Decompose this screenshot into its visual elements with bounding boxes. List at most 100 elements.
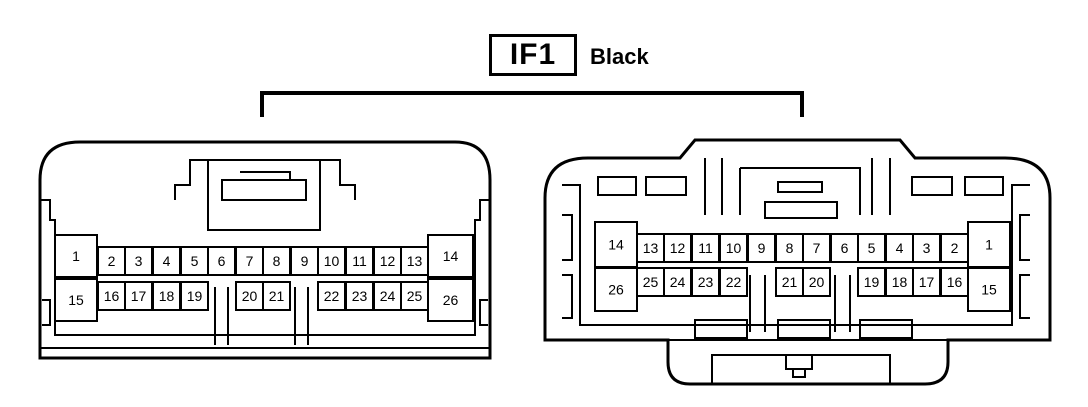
left-pin-8: 8 xyxy=(262,246,291,276)
right-pin-label: 1 xyxy=(985,237,993,253)
right-pin-11: 11 xyxy=(691,233,720,263)
right-pin-cell xyxy=(885,233,914,263)
connector-color-label: Black xyxy=(590,44,649,69)
right-pin-label: 8 xyxy=(786,240,794,256)
left-pin-5: 5 xyxy=(180,246,209,276)
right-pin-16: 16 xyxy=(940,267,969,297)
right-pin-label: 22 xyxy=(726,274,742,290)
left-pin-cell xyxy=(152,281,181,311)
left-pin-cell xyxy=(124,281,153,311)
right-pin-7: 7 xyxy=(802,233,831,263)
left-pin-cell xyxy=(262,281,291,311)
right-pin-label: 9 xyxy=(758,240,766,256)
right-pin-cell xyxy=(663,233,692,263)
right-pin-label: 15 xyxy=(981,282,997,298)
right-pin-cell xyxy=(857,233,886,263)
left-pin-24: 24 xyxy=(373,281,402,311)
left-pin-4: 4 xyxy=(152,246,181,276)
left-pin-1: 1 xyxy=(54,234,98,278)
left-pin-label: 13 xyxy=(407,253,423,269)
left-pin-label: 3 xyxy=(135,253,143,269)
right-pin-cell xyxy=(967,267,1011,312)
right-pin-cell xyxy=(912,233,941,263)
left-pin-21: 21 xyxy=(262,281,291,311)
left-pin-19: 19 xyxy=(180,281,209,311)
left-pin-label: 15 xyxy=(68,292,84,308)
right-pin-cell xyxy=(775,267,804,297)
left-connector-body xyxy=(38,140,492,360)
right-pin-23: 23 xyxy=(691,267,720,297)
right-pin-9: 9 xyxy=(747,233,776,263)
right-pin-cell xyxy=(802,267,831,297)
left-pin-label: 11 xyxy=(352,253,367,269)
left-pin-11: 11 xyxy=(345,246,374,276)
right-pin-14: 14 xyxy=(594,221,638,268)
left-pin-17: 17 xyxy=(124,281,153,311)
left-pin-26: 26 xyxy=(427,278,474,322)
left-pin-label: 21 xyxy=(269,288,285,304)
right-pin-label: 17 xyxy=(919,274,935,290)
left-pin-cell xyxy=(97,281,126,311)
left-pin-cell xyxy=(207,246,236,276)
right-pin-24: 24 xyxy=(663,267,692,297)
left-pin-label: 6 xyxy=(218,253,226,269)
right-pin-label: 26 xyxy=(608,282,624,298)
right-pin-label: 3 xyxy=(923,240,931,256)
left-pin-label: 7 xyxy=(246,253,254,269)
left-pin-cell xyxy=(427,278,474,322)
left-pin-label: 4 xyxy=(163,253,171,269)
left-pin-label: 22 xyxy=(324,288,340,304)
right-pin-label: 6 xyxy=(841,240,849,256)
right-pin-label: 16 xyxy=(947,274,963,290)
left-pin-cell xyxy=(427,234,474,278)
right-pin-6: 6 xyxy=(830,233,859,263)
left-pin-label: 5 xyxy=(191,253,199,269)
right-pin-label: 21 xyxy=(782,274,798,290)
right-pin-10: 10 xyxy=(719,233,748,263)
right-pin-label: 23 xyxy=(698,274,714,290)
right-pin-8: 8 xyxy=(775,233,804,263)
right-pin-cell xyxy=(940,233,969,263)
right-pin-label: 11 xyxy=(698,240,713,256)
right-pin-13: 13 xyxy=(636,233,665,263)
right-pin-cell xyxy=(691,233,720,263)
right-pin-21: 21 xyxy=(775,267,804,297)
right-pin-label: 25 xyxy=(643,274,659,290)
right-pin-label: 20 xyxy=(809,274,825,290)
left-pin-16: 16 xyxy=(97,281,126,311)
right-pin-label: 13 xyxy=(643,240,659,256)
left-pin-label: 26 xyxy=(443,292,459,308)
right-pin-15: 15 xyxy=(967,267,1011,312)
right-pin-cell xyxy=(636,267,665,297)
right-pin-3: 3 xyxy=(912,233,941,263)
right-pin-19: 19 xyxy=(857,267,886,297)
right-pin-label: 4 xyxy=(896,240,904,256)
left-pin-2: 2 xyxy=(97,246,126,276)
left-pin-label: 16 xyxy=(104,288,120,304)
right-pin-label: 7 xyxy=(813,240,821,256)
left-pin-label: 12 xyxy=(380,253,396,269)
right-pin-label: 10 xyxy=(726,240,742,256)
left-pin-10: 10 xyxy=(317,246,346,276)
left-pin-20: 20 xyxy=(235,281,264,311)
right-pin-1: 1 xyxy=(967,221,1011,268)
left-pin-cell xyxy=(317,281,346,311)
left-pin-label: 25 xyxy=(407,288,423,304)
left-pin-cell xyxy=(180,281,209,311)
right-pin-26: 26 xyxy=(594,267,638,312)
left-pin-label: 10 xyxy=(324,253,340,269)
left-pin-label: 2 xyxy=(108,253,116,269)
right-pin-label: 18 xyxy=(892,274,908,290)
right-pin-cell xyxy=(857,267,886,297)
right-pin-cell xyxy=(594,267,638,312)
connector-bracket xyxy=(260,91,804,117)
left-pin-9: 9 xyxy=(290,246,319,276)
left-pin-label: 17 xyxy=(131,288,147,304)
left-pin-cell xyxy=(400,281,429,311)
left-pin-cell xyxy=(235,281,264,311)
left-pin-label: 1 xyxy=(72,248,80,264)
right-pin-label: 24 xyxy=(670,274,686,290)
left-pin-cell xyxy=(54,278,98,322)
left-pin-label: 24 xyxy=(380,288,396,304)
left-pin-cell xyxy=(400,246,429,276)
